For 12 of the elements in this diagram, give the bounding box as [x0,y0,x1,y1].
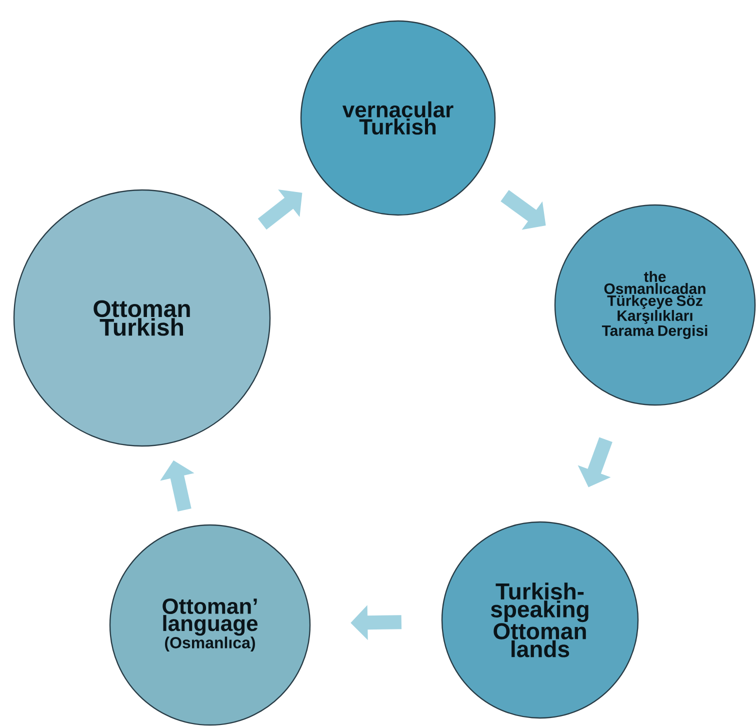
circle-node [13,189,271,447]
node-label: (Osmanlıca) [165,636,255,652]
node-label: Ottoman’ language [162,598,258,636]
node-label: Turkish-speaking Ottoman lands [490,582,588,658]
circle-node [300,20,496,216]
block-arrow [258,189,302,230]
circle-node [109,524,311,726]
circle-node [441,521,639,719]
node-label: the Osmanlıcadan Türkçeye Söz Karşılıkları Tarama Dergisi [602,270,708,340]
node-label: vernacular Turkish [342,101,454,135]
node-label: Ottoman Turkish [94,300,190,336]
circle-node [554,204,756,406]
